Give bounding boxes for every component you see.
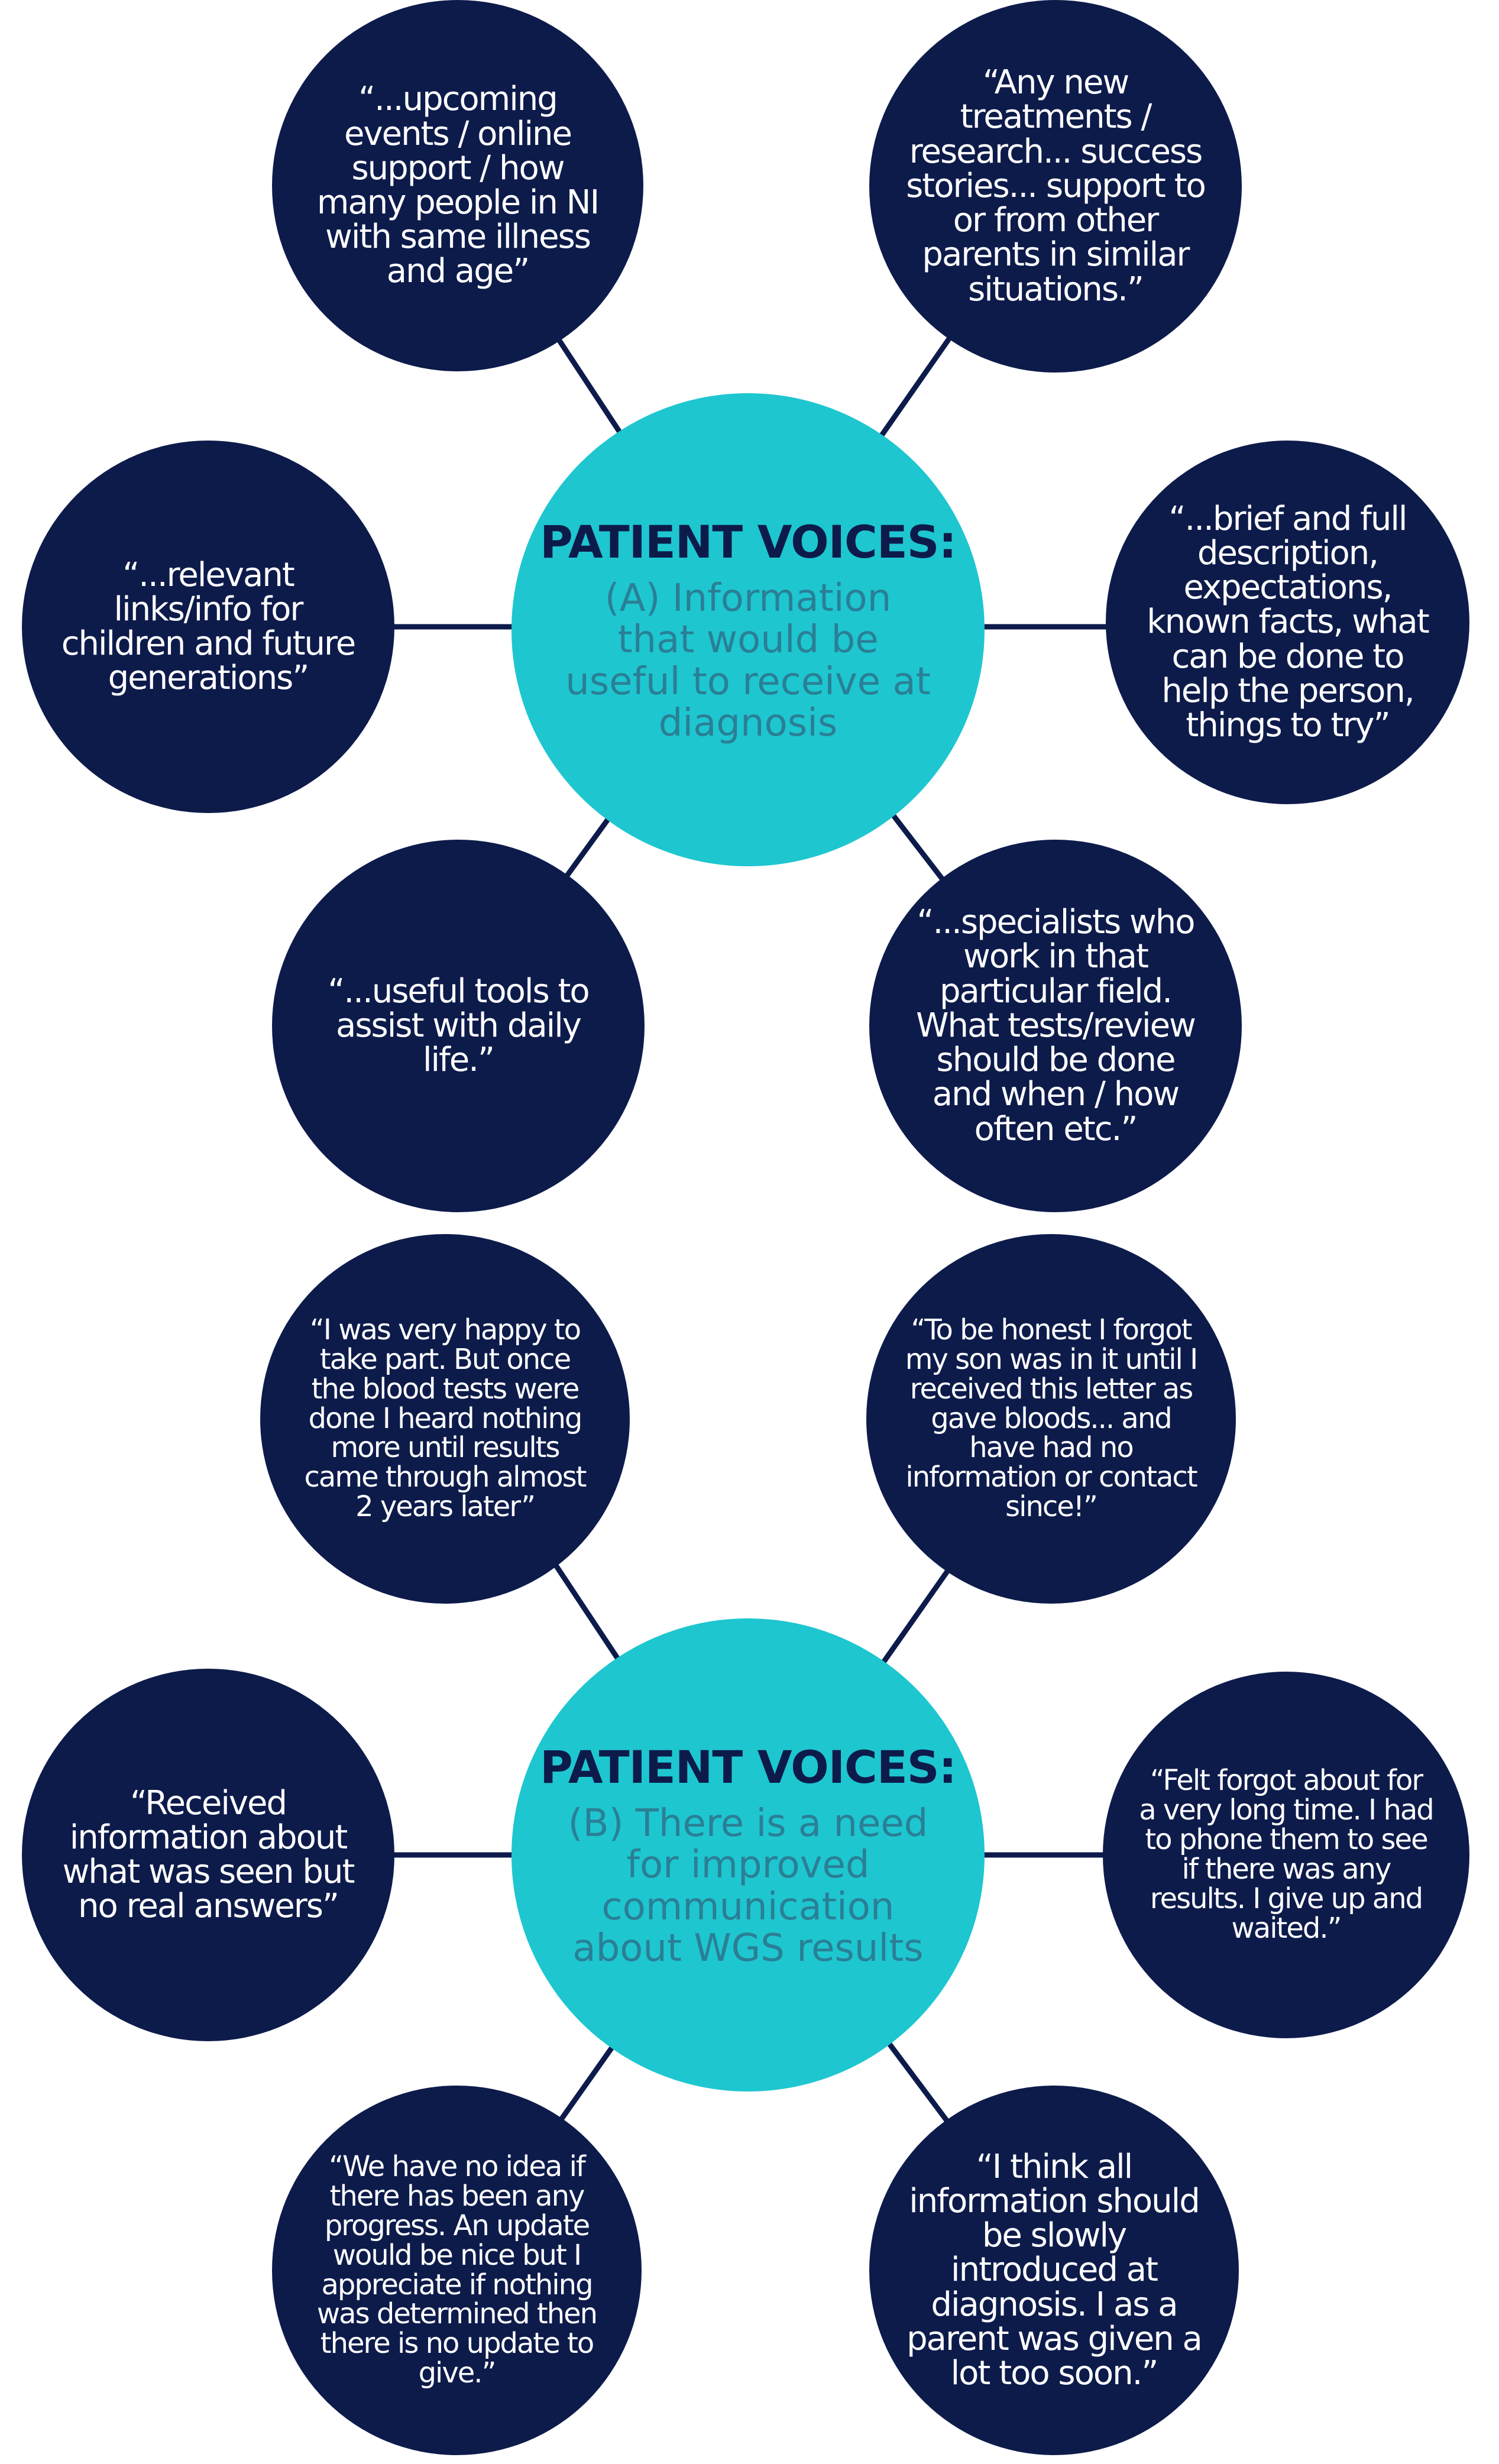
quote-bubble-a-top-left: “...upcoming events / online support / h… <box>272 0 643 371</box>
quote-bubble-a-bottom-left: “...useful tools to assist with daily li… <box>272 840 645 1212</box>
quote-text: “Received information about what was see… <box>62 1783 355 1926</box>
hub-a: PATIENT VOICES: (A) Information that wou… <box>511 393 985 866</box>
quote-bubble-a-bottom-right: “...specialists who work in that particu… <box>869 840 1242 1212</box>
quote-bubble-b-left: “Received information about what was see… <box>22 1669 394 2041</box>
quote-text: “...brief and full description, expectat… <box>1147 499 1429 745</box>
quote-bubble-b-top-left: “I was very happy to take part. But once… <box>260 1234 630 1604</box>
quote-text: “...upcoming events / online support / h… <box>316 80 600 291</box>
quote-bubble-b-bottom-left: “We have no idea if there has been any p… <box>272 2086 642 2455</box>
hub-subtitle: (B) There is a need for improved communi… <box>568 1801 928 1970</box>
quote-bubble-a-top-right: “Any new treatments / research... succes… <box>869 0 1242 373</box>
quote-text: “Felt forgot about for a very long time.… <box>1139 1764 1435 1945</box>
hub-b: PATIENT VOICES: (B) There is a need for … <box>511 1618 985 2091</box>
quote-text: “I think all information should be slowl… <box>906 2147 1203 2393</box>
quote-bubble-a-right: “...brief and full description, expectat… <box>1106 441 1469 804</box>
quote-text: “We have no idea if there has been any p… <box>316 2149 598 2390</box>
quote-text: “...relevant links/info for children and… <box>61 555 357 698</box>
diagram-a: “...upcoming events / online support / h… <box>0 0 1499 1230</box>
hub-title: PATIENT VOICES: <box>540 1740 957 1793</box>
quote-text: “To be honest I forgot my son was in it … <box>905 1313 1199 1524</box>
diagram-b: “I was very happy to take part. But once… <box>0 1234 1499 2464</box>
quote-text: “...useful tools to assist with daily li… <box>328 972 590 1080</box>
quote-bubble-b-bottom-right: “I think all information should be slowl… <box>869 2086 1239 2455</box>
quote-bubble-b-top-right: “To be honest I forgot my son was in it … <box>866 1234 1236 1604</box>
quote-text: “I was very happy to take part. But once… <box>304 1313 587 1524</box>
quote-bubble-b-right: “Felt forgot about for a very long time.… <box>1103 1672 1469 2038</box>
hub-title: PATIENT VOICES: <box>540 515 957 568</box>
quote-bubble-a-left: “...relevant links/info for children and… <box>22 441 394 813</box>
hub-subtitle: (A) Information that would be useful to … <box>565 576 931 745</box>
quote-text: “...specialists who work in that particu… <box>916 903 1196 1148</box>
quote-text: “Any new treatments / research... succes… <box>906 63 1206 309</box>
